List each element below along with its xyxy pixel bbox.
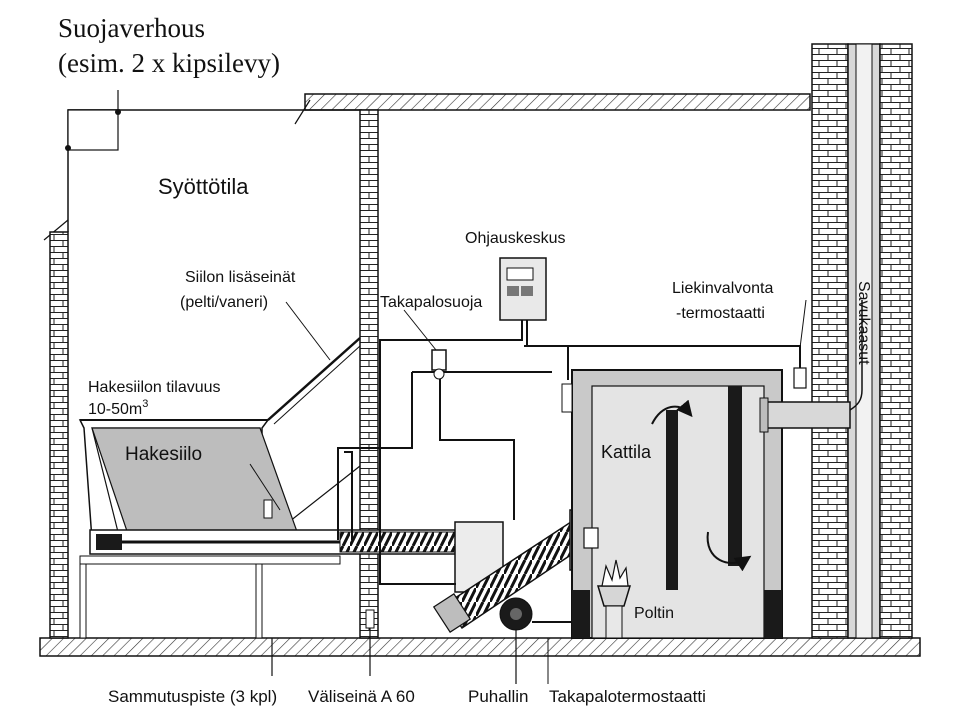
label-suojaverhous-sub: (esim. 2 x kipsilevy) <box>58 48 280 78</box>
burner <box>596 559 632 639</box>
label-hakesiilo: Hakesiilo <box>125 444 202 465</box>
partition-wall <box>359 109 379 639</box>
leader-lines <box>249 301 549 684</box>
label-takapalosuoja: Takapalosuoja <box>380 294 482 311</box>
chip-silo <box>78 419 341 639</box>
extinguishing-points <box>263 499 375 676</box>
backfire-thermostat-body <box>583 527 599 549</box>
label-poltin: Poltin <box>634 605 674 622</box>
control-piping <box>337 318 801 585</box>
label-sammutuspiste: Sammutuspiste (3 kpl) <box>108 687 277 706</box>
boiler <box>561 369 783 639</box>
label-siilon-lisaseinat: Siilon lisäseinät <box>185 269 296 286</box>
control-centre <box>499 257 547 321</box>
label-tilavuus-value: 10-50m3 <box>88 398 148 418</box>
flame-monitor <box>793 299 807 389</box>
left-brick-wall <box>49 231 69 639</box>
label-kattila: Kattila <box>601 442 652 462</box>
label-termostaatti: -termostaatti <box>676 305 765 322</box>
label-liekinvalvonta: Liekinvalvonta <box>672 280 774 297</box>
flue-duct <box>759 300 863 433</box>
floor <box>39 637 921 657</box>
back-burn-valve <box>403 309 447 380</box>
label-puhallin: Puhallin <box>468 687 529 706</box>
label-ohjauskeskus: Ohjauskeskus <box>465 230 566 247</box>
protective-sheathing <box>43 90 362 241</box>
label-pelti-vaneri: (pelti/vaneri) <box>180 294 268 311</box>
label-takapalotermostaatti: Takapalotermostaatti <box>549 687 706 706</box>
label-valiseina: Väliseinä A 60 <box>308 687 415 706</box>
ceiling-slab <box>294 93 811 125</box>
label-syottotila: Syöttötila <box>158 174 249 199</box>
label-suojaverhous: Suojaverhous <box>58 13 205 43</box>
label-savukaasut: Savukaasut <box>855 281 872 365</box>
label-hakesiilon-tilavuus: Hakesiilon tilavuus <box>88 379 221 396</box>
horizontal-auger <box>89 529 471 555</box>
chimney <box>811 43 913 639</box>
